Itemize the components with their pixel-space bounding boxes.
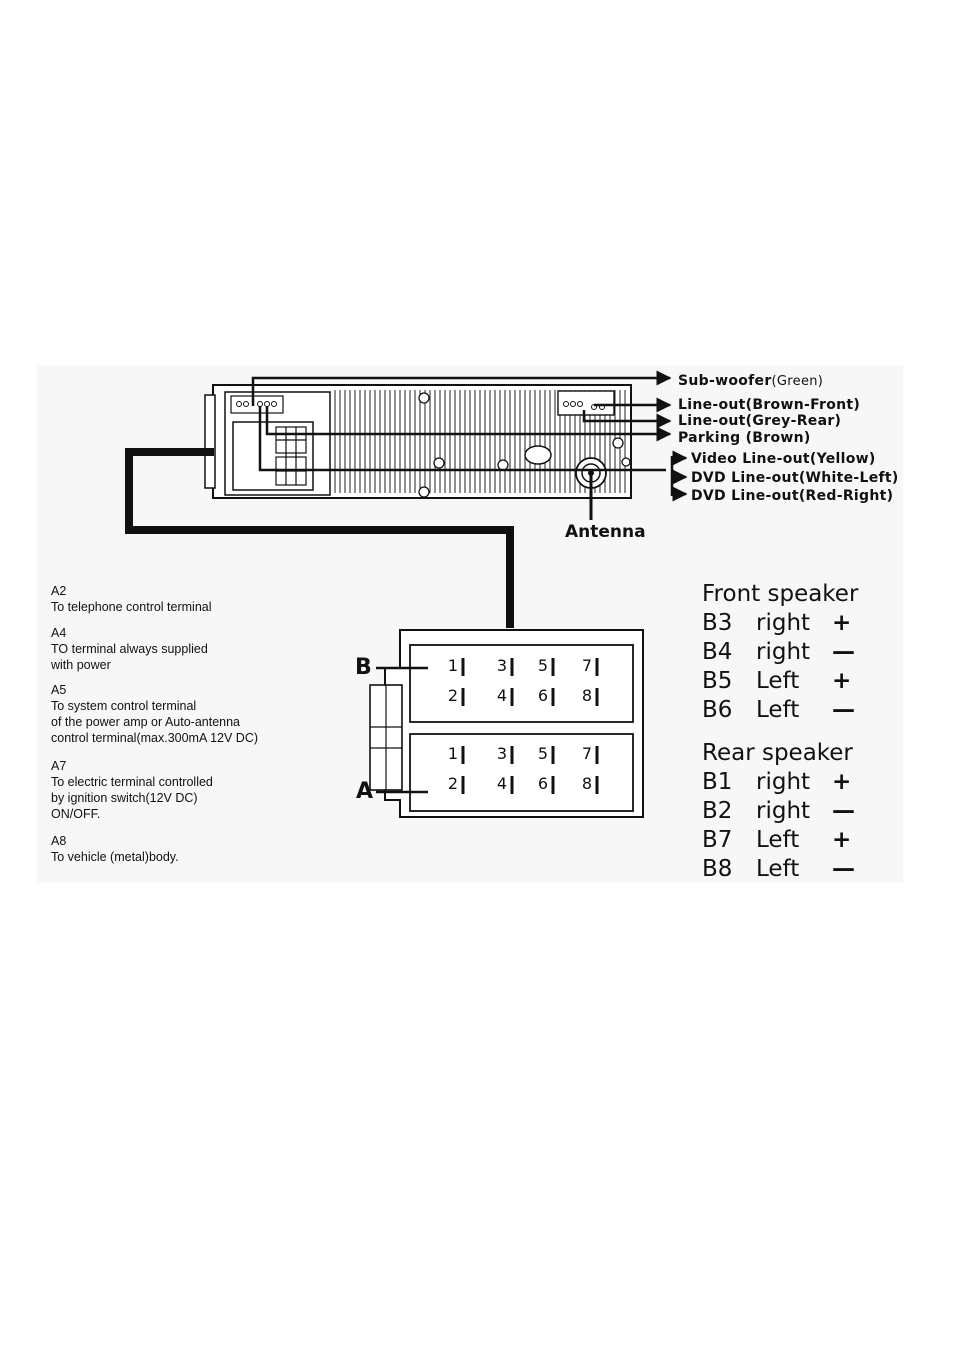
note-a2: A2 To telephone control terminal <box>51 583 351 615</box>
pin-number: 8 <box>581 686 592 705</box>
note-text: To telephone control terminal <box>51 600 212 614</box>
pin-number: 7 <box>581 744 592 763</box>
note-text: TO terminal always supplied with power <box>51 642 208 672</box>
rear-speaker-title: Rear speaker <box>702 740 853 766</box>
note-text: To vehicle (metal)body. <box>51 850 179 864</box>
pin-number: 7 <box>581 656 592 675</box>
parking-label: Parking (Brown) <box>678 430 811 446</box>
front-speaker-title: Front speaker <box>702 581 859 607</box>
note-a7: A7 To electric terminal controlled by ig… <box>51 758 351 822</box>
dvd-left-label: DVD Line-out(White-Left) <box>691 470 899 486</box>
pin-number: 2 <box>447 686 458 705</box>
pin-number: 6 <box>537 774 548 793</box>
lineout-rear-label: Line-out(Grey-Rear) <box>678 413 842 429</box>
note-code: A4 <box>51 626 67 640</box>
pin-number: 4 <box>496 686 507 705</box>
note-text: To electric terminal controlled by ignit… <box>51 775 213 821</box>
head-unit-rear-panel <box>204 384 632 499</box>
harness-cable <box>125 448 514 628</box>
lineout-front-label: Line-out(Brown-Front) <box>678 397 861 413</box>
note-code: A7 <box>51 759 67 773</box>
note-code: A2 <box>51 584 67 598</box>
note-text: To system control terminal of the power … <box>51 699 259 745</box>
connector-a-label: A <box>356 779 374 804</box>
output-leads <box>251 370 688 520</box>
pin-number: 5 <box>537 744 548 763</box>
note-code: A8 <box>51 834 67 848</box>
connector-b-label: B <box>355 655 372 680</box>
dvd-right-label: DVD Line-out(Red-Right) <box>691 488 894 504</box>
subwoofer-label: Sub-woofer(Green) <box>678 373 824 389</box>
pin-number: 2 <box>447 774 458 793</box>
pin-number: 1 <box>447 744 458 763</box>
iso-connector <box>369 629 644 818</box>
video-lineout-label: Video Line-out(Yellow) <box>691 451 876 467</box>
note-code: A5 <box>51 683 67 697</box>
pin-number: 4 <box>496 774 507 793</box>
pin-number: 6 <box>537 686 548 705</box>
note-a8: A8 To vehicle (metal)body. <box>51 833 351 865</box>
pin-number: 5 <box>537 656 548 675</box>
pin-number: 3 <box>496 744 507 763</box>
pin-number: 8 <box>581 774 592 793</box>
pin-number: 1 <box>447 656 458 675</box>
antenna-label: Antenna <box>565 522 646 542</box>
pin-number: 3 <box>496 656 507 675</box>
note-a5: A5 To system control terminal of the pow… <box>51 682 351 746</box>
note-a4: A4 TO terminal always supplied with powe… <box>51 625 351 673</box>
